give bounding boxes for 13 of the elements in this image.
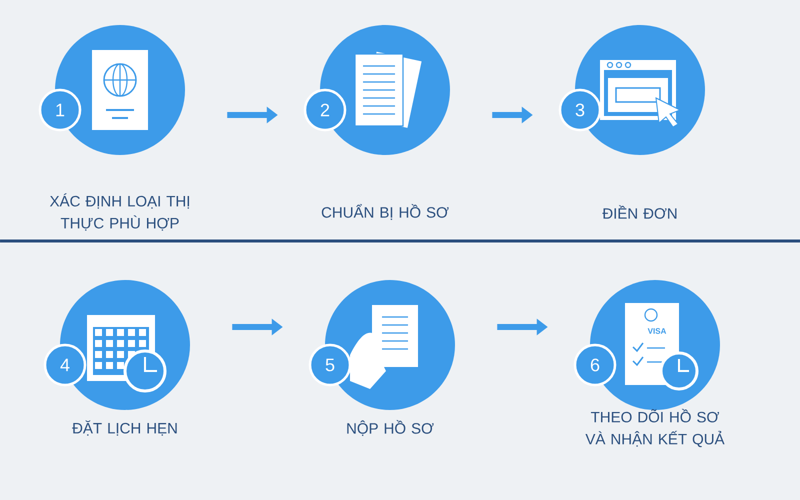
step-caption: THEO DÕI HỒ SƠ VÀ NHẬN KẾT QUẢ — [585, 408, 725, 448]
step-number: 4 — [44, 344, 86, 386]
step-number: 3 — [558, 88, 602, 132]
step-number: 1 — [38, 88, 82, 132]
step-icon-drawing: VISA — [625, 303, 698, 390]
step-caption: XÁC ĐỊNH LOẠI THỊ THỰC PHÙ HỢP — [50, 193, 190, 231]
step-number: 6 — [574, 344, 616, 386]
step-number: 2 — [304, 88, 346, 132]
step-caption: ĐIỀN ĐƠN — [602, 205, 676, 219]
step-caption: ĐẶT LỊCH HẸN — [72, 420, 177, 436]
step-number: 5 — [308, 344, 352, 386]
step-caption: NỘP HỒ SƠ — [347, 420, 434, 436]
step-caption: CHUẨN BỊ HỒ SƠ — [322, 204, 449, 220]
